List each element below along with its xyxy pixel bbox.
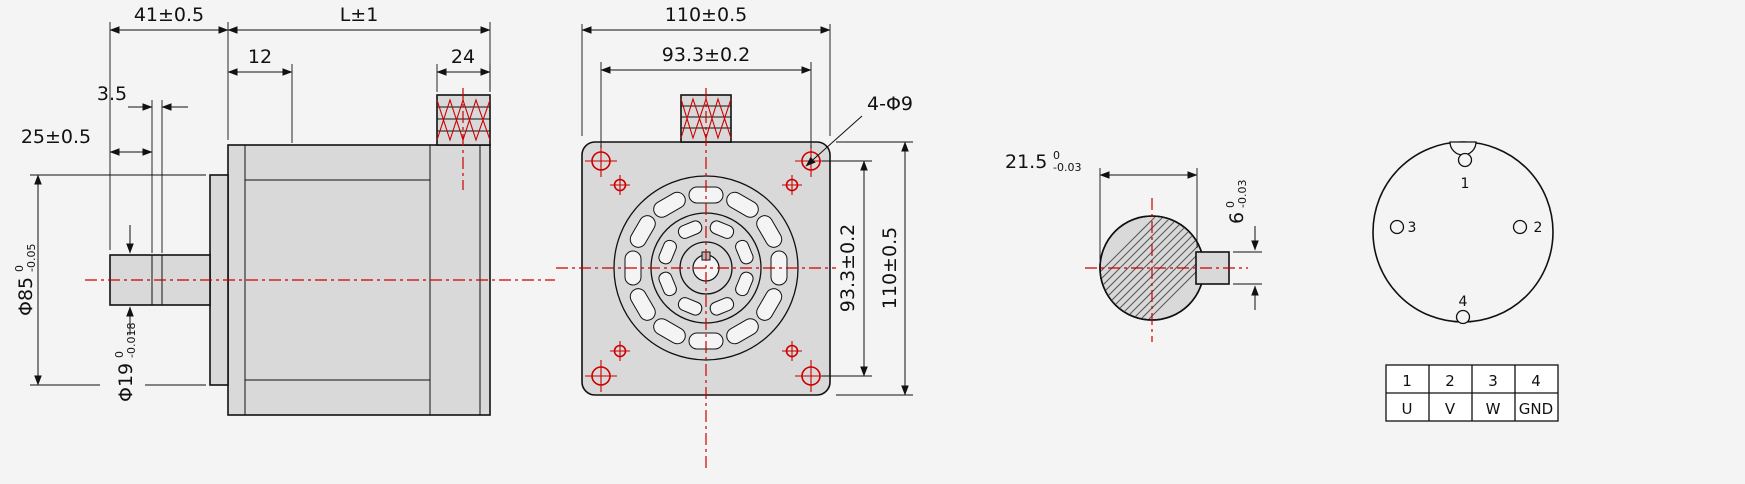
svg-text:0: 0 bbox=[13, 265, 26, 272]
svg-text:25±0.5: 25±0.5 bbox=[21, 126, 91, 148]
svg-text:0: 0 bbox=[113, 351, 126, 358]
dim-gland-width: 24 bbox=[436, 46, 491, 92]
pin-4 bbox=[1455, 309, 1471, 325]
svg-text:93.3±0.2: 93.3±0.2 bbox=[662, 44, 750, 66]
pin-4-label: 4 bbox=[1459, 294, 1468, 310]
svg-text:6: 6 bbox=[1226, 212, 1248, 224]
table-pin-cell: 2 bbox=[1445, 372, 1455, 390]
motor-body bbox=[227, 144, 491, 416]
cover-screw bbox=[782, 175, 802, 195]
dim-hole-spacing-horizontal: 93.3±0.2 bbox=[600, 44, 812, 148]
dim-hole-spacing-vertical: 93.3±0.2 bbox=[822, 160, 872, 377]
table-signal-cell: U bbox=[1402, 400, 1413, 418]
dim-shaft-flat-length: 25±0.5 bbox=[21, 126, 153, 156]
pin-3-label: 3 bbox=[1408, 220, 1417, 236]
svg-text:41±0.5: 41±0.5 bbox=[134, 4, 204, 26]
connector-view: 1 2 3 4 bbox=[1372, 141, 1554, 325]
table-signal-cell: V bbox=[1445, 400, 1456, 418]
mounting-hole bbox=[585, 360, 617, 392]
dim-shaft-step: 3.5 bbox=[97, 83, 188, 253]
svg-text:Φ19: Φ19 bbox=[115, 363, 137, 402]
dim-flat-distance: 21.5 0 -0.03 bbox=[1005, 149, 1198, 260]
mounting-hole bbox=[585, 145, 617, 177]
mounting-hole bbox=[795, 360, 827, 392]
dim-pilot-diameter: Φ85 0 -0.05 bbox=[13, 174, 206, 386]
dim-frame-height: 110±0.5 bbox=[836, 141, 913, 396]
svg-text:3.5: 3.5 bbox=[97, 83, 127, 105]
dim-shaft-diameter: Φ19 0 -0.018 bbox=[113, 225, 138, 402]
svg-text:110±0.5: 110±0.5 bbox=[879, 227, 901, 309]
svg-text:-0.03: -0.03 bbox=[1236, 180, 1249, 208]
svg-text:4-Φ9: 4-Φ9 bbox=[867, 93, 913, 115]
table-signal-cell: W bbox=[1486, 400, 1501, 418]
front-view: 110±0.5 93.3±0.2 4-Φ9 93.3±0.2 bbox=[556, 4, 913, 472]
pin-1 bbox=[1457, 152, 1473, 168]
dim-front-section: 12 bbox=[227, 46, 293, 143]
svg-text:Φ85: Φ85 bbox=[15, 277, 37, 316]
svg-text:24: 24 bbox=[451, 46, 475, 68]
svg-text:12: 12 bbox=[248, 46, 272, 68]
cover-screw bbox=[610, 175, 630, 195]
svg-text:-0.05: -0.05 bbox=[25, 244, 38, 272]
dim-shaft-length: 41±0.5 bbox=[109, 4, 229, 250]
dim-frame-width: 110±0.5 bbox=[581, 4, 831, 136]
callout-mounting-holes: 4-Φ9 bbox=[805, 93, 913, 167]
table-pin-cell: 3 bbox=[1488, 372, 1498, 390]
svg-text:21.5: 21.5 bbox=[1005, 151, 1047, 173]
svg-text:0: 0 bbox=[1053, 149, 1060, 162]
side-view: 41±0.5 L±1 12 24 3.5 bbox=[13, 4, 555, 416]
svg-text:L±1: L±1 bbox=[340, 4, 379, 26]
svg-text:93.3±0.2: 93.3±0.2 bbox=[837, 224, 859, 312]
cover-screw bbox=[782, 341, 802, 361]
svg-text:110±0.5: 110±0.5 bbox=[665, 4, 747, 26]
pin-1-label: 1 bbox=[1461, 176, 1470, 192]
pin-2 bbox=[1512, 219, 1528, 235]
cover-screw bbox=[610, 341, 630, 361]
svg-text:-0.018: -0.018 bbox=[125, 323, 138, 358]
svg-text:-0.03: -0.03 bbox=[1053, 161, 1081, 174]
pin-3 bbox=[1389, 219, 1405, 235]
cover-screws bbox=[610, 175, 802, 361]
svg-text:0: 0 bbox=[1224, 201, 1237, 208]
dim-body-length: L±1 bbox=[227, 4, 491, 90]
pin-table: 1 2 3 4 U V W GND bbox=[1385, 364, 1559, 422]
table-pin-cell: 4 bbox=[1531, 372, 1541, 390]
table-pin-cell: 1 bbox=[1402, 372, 1412, 390]
table-signal-cell: GND bbox=[1519, 400, 1553, 418]
dim-key-height: 6 0 -0.03 bbox=[1224, 180, 1262, 310]
pin-2-label: 2 bbox=[1534, 220, 1543, 236]
mounting-holes bbox=[585, 145, 827, 392]
